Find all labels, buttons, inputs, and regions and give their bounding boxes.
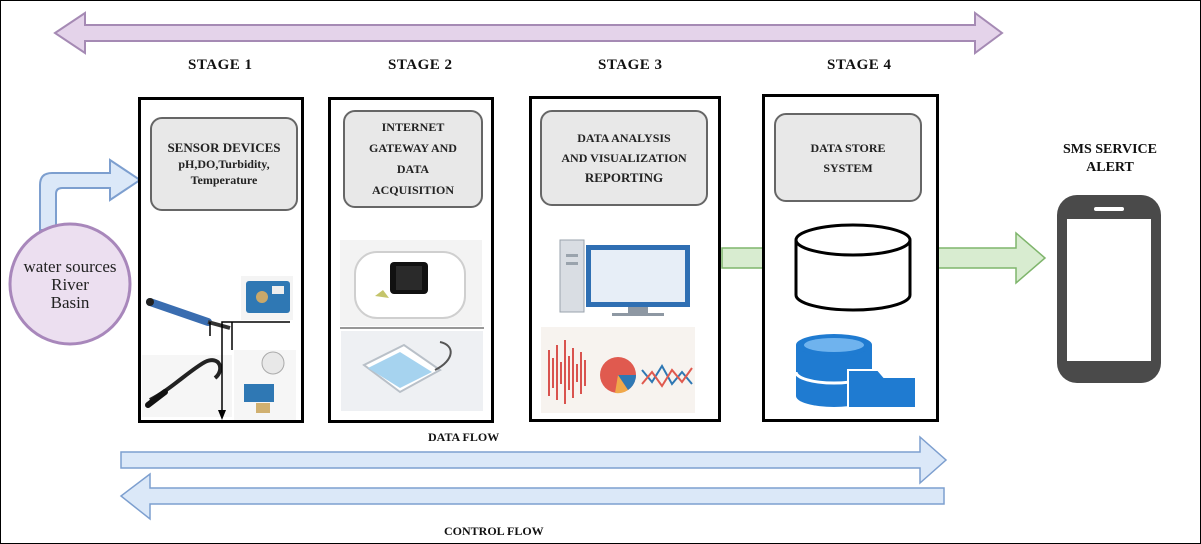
stage-3-title-line: DATA ANALYSIS <box>577 131 671 145</box>
smartphone-icon <box>1057 195 1161 383</box>
stage-1-title-line: SENSOR DEVICES <box>167 140 281 155</box>
stage-2-title-line: INTERNET <box>381 120 445 134</box>
stage-3-title-line: REPORTING <box>584 170 664 185</box>
external-hard-drive-icon <box>341 331 483 411</box>
stage-1-title-line: Temperature <box>190 173 258 187</box>
top-double-arrow-icon <box>53 11 1004 55</box>
sensor-board-icon <box>241 276 293 320</box>
water-source-line: River <box>51 275 89 294</box>
data-flow-arrow-icon <box>120 435 948 485</box>
stage-1-label: STAGE 1 <box>188 57 253 73</box>
sms-alert-label: SMS SERVICE ALERT <box>1040 141 1180 177</box>
control-flow-label: CONTROL FLOW <box>444 524 544 538</box>
data-flow-label: DATA FLOW <box>428 430 500 444</box>
turbidity-sensor-icon <box>234 350 296 420</box>
desktop-computer-icon <box>559 239 690 316</box>
water-source-circle <box>8 222 132 346</box>
control-flow-arrow-icon <box>119 472 945 521</box>
connector-arrowhead-icon <box>218 410 226 420</box>
source-bent-arrow-icon <box>39 158 142 231</box>
stage-4-title-line: DATA STORE <box>810 140 886 155</box>
stage-4-title-line: SYSTEM <box>823 160 873 175</box>
water-source-label: water sources River Basin <box>10 258 130 312</box>
temperature-probe-icon <box>142 355 232 417</box>
stage-2-title-line: DATA <box>396 162 430 176</box>
stage-3-title-line: AND VISUALIZATION <box>561 151 687 165</box>
mobile-wifi-router-icon <box>340 240 482 326</box>
sms-alert-line: ALERT <box>1086 160 1134 175</box>
stage-2-title-box: INTERNET GATEWAY AND DATA ACQUISITION <box>343 110 483 208</box>
sms-alert-line: SMS SERVICE <box>1062 142 1158 157</box>
water-source-line: Basin <box>50 293 90 312</box>
database-cylinder-icon <box>794 223 912 312</box>
stage-1-title-line: pH,DO,Turbidity, <box>178 157 270 171</box>
stage-4-title-box: DATA STORE SYSTEM <box>774 113 922 202</box>
water-source-line: water sources <box>23 257 117 276</box>
analytics-charts-icon <box>541 327 695 413</box>
stage-2-title-line: GATEWAY AND <box>369 141 457 155</box>
sensor-probe-icon <box>146 298 231 330</box>
stage-3-title-box: DATA ANALYSIS AND VISUALIZATION REPORTIN… <box>540 110 708 206</box>
database-storage-icon <box>794 334 917 409</box>
stage-4-label: STAGE 4 <box>827 57 892 73</box>
stage-2-title-line: ACQUISITION <box>371 183 454 197</box>
sensor-connector-line <box>221 321 290 412</box>
stage-2-label: STAGE 2 <box>388 57 453 73</box>
stage-1-title-box: SENSOR DEVICES pH,DO,Turbidity, Temperat… <box>150 117 298 211</box>
stage-3-label: STAGE 3 <box>598 57 663 73</box>
